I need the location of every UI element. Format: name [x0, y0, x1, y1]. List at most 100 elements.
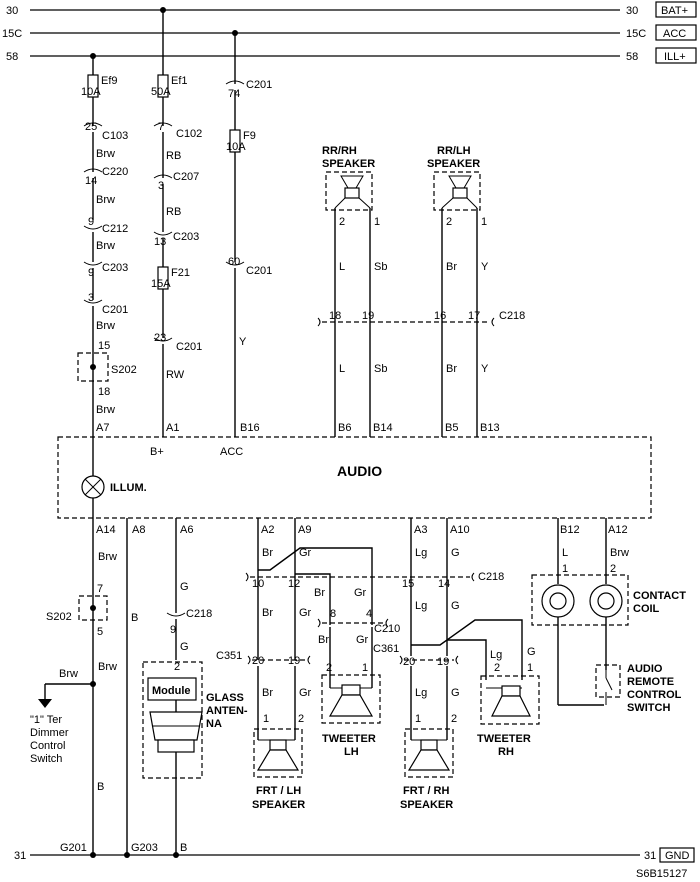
ill-rail-number-left: 58: [6, 51, 18, 63]
svg-text:G: G: [451, 547, 460, 559]
svg-text:A2: A2: [261, 524, 274, 536]
connector-c203: C203: [102, 262, 128, 274]
fuse-ef9-amp: 10A: [81, 86, 101, 98]
svg-text:2: 2: [451, 713, 457, 725]
svg-text:REMOTE: REMOTE: [627, 676, 674, 688]
svg-text:Gr: Gr: [299, 547, 312, 559]
svg-text:14: 14: [85, 175, 97, 187]
svg-text:2: 2: [446, 216, 452, 228]
connector-c201: C201: [102, 304, 128, 316]
svg-text:2: 2: [610, 563, 616, 575]
bat-rail-number-left: 30: [6, 5, 18, 17]
connector-c218-lower: C218: [245, 571, 504, 583]
bat-rail: 30 30 BAT+: [6, 1, 697, 18]
svg-text:Brw: Brw: [96, 404, 115, 416]
svg-text:RW: RW: [166, 369, 185, 381]
svg-text:50A: 50A: [151, 86, 171, 98]
dimmer-label-2: Dimmer: [30, 727, 69, 739]
svg-text:8: 8: [330, 608, 336, 620]
ground-rail: 31 31 GND: [14, 847, 695, 863]
acc-rail-number-left: 15C: [2, 28, 22, 40]
svg-text:B13: B13: [480, 422, 500, 434]
dimmer-label-4: Switch: [30, 753, 62, 765]
svg-text:G: G: [180, 581, 189, 593]
illumination-ground: Brw 7 S202 5 Brw Brw "1" Ter Dimmer Cont…: [30, 518, 117, 858]
svg-text:1: 1: [481, 216, 487, 228]
svg-text:TWEETER: TWEETER: [322, 733, 376, 745]
svg-text:L: L: [339, 363, 345, 375]
svg-text:Y: Y: [481, 363, 489, 375]
connector-c102: C102: [176, 128, 202, 140]
svg-text:15: 15: [98, 340, 110, 352]
svg-text:10A: 10A: [226, 141, 246, 153]
svg-text:Brw: Brw: [96, 320, 115, 332]
svg-text:Brw: Brw: [96, 240, 115, 252]
audio-remote-control-switch: AUDIO REMOTE CONTROL SWITCH: [595, 663, 682, 714]
svg-text:B6: B6: [338, 422, 351, 434]
ill-rail-label: ILL+: [664, 51, 686, 63]
svg-text:Lg: Lg: [415, 687, 427, 699]
svg-text:Br: Br: [262, 687, 273, 699]
illum-label: ILLUM.: [110, 482, 147, 494]
acc-rail-number-right: 15C: [626, 28, 646, 40]
svg-text:9: 9: [170, 624, 176, 636]
svg-text:4: 4: [366, 608, 372, 620]
svg-text:Sb: Sb: [374, 363, 387, 375]
svg-text:SPEAKER: SPEAKER: [322, 158, 375, 170]
svg-text:25: 25: [85, 121, 97, 133]
rr-rh-speaker: RR/RH SPEAKER 2 1 L Sb 18 19 L Sb: [322, 145, 387, 437]
svg-text:B: B: [180, 842, 187, 854]
svg-text:FRT / RH: FRT / RH: [403, 785, 449, 797]
ill-rail-number-right: 58: [626, 51, 638, 63]
gnd-label: GND: [665, 850, 690, 862]
figure-id: S6B15127: [636, 868, 687, 880]
svg-text:A7: A7: [96, 422, 109, 434]
svg-text:G: G: [527, 646, 536, 658]
bat-rail-label: BAT+: [661, 5, 688, 17]
svg-text:Lg: Lg: [490, 649, 502, 661]
connector-c218-antenna: C218: [186, 608, 212, 620]
splice-s202-label: S202: [111, 364, 137, 376]
svg-text:12: 12: [288, 578, 300, 590]
acc-rail-label: ACC: [663, 28, 686, 40]
svg-text:Brw: Brw: [98, 661, 117, 673]
svg-text:23: 23: [154, 332, 166, 344]
svg-text:Gr: Gr: [299, 687, 312, 699]
svg-text:RR/RH: RR/RH: [322, 145, 357, 157]
svg-text:15: 15: [402, 578, 414, 590]
tweeter-lh: [321, 674, 381, 724]
svg-text:B+: B+: [150, 446, 164, 458]
front-rh-speaker-icon: [407, 749, 451, 771]
svg-text:31: 31: [644, 850, 656, 862]
svg-text:F9: F9: [243, 130, 256, 142]
connector-c103: C103: [102, 130, 128, 142]
svg-text:COIL: COIL: [633, 603, 660, 615]
svg-text:SPEAKER: SPEAKER: [427, 158, 480, 170]
tweeter-rh-icon: [491, 695, 531, 717]
svg-text:2: 2: [494, 662, 500, 674]
svg-text:B14: B14: [373, 422, 393, 434]
battery-feed: Ef1 50A 7 C102 RB 3 C207 RB 13 C203 F21 …: [151, 10, 202, 437]
svg-text:3: 3: [158, 180, 164, 192]
svg-text:G: G: [451, 687, 460, 699]
svg-text:CONTROL: CONTROL: [627, 689, 682, 701]
glass-antenna: G 9 C218 G 2 Module B GLASS ANTEN- NA: [142, 518, 248, 858]
svg-text:B: B: [97, 781, 104, 793]
svg-text:B12: B12: [560, 524, 580, 536]
front-rh-speaker: [404, 728, 454, 778]
svg-text:2: 2: [339, 216, 345, 228]
audio-title: AUDIO: [337, 463, 382, 479]
svg-text:RB: RB: [166, 150, 181, 162]
svg-text:9: 9: [88, 216, 94, 228]
svg-text:F21: F21: [171, 267, 190, 279]
svg-text:Lg: Lg: [415, 547, 427, 559]
svg-text:B5: B5: [445, 422, 458, 434]
dimmer-arrow-icon: [38, 699, 52, 708]
svg-text:FRT / LH: FRT / LH: [256, 785, 301, 797]
svg-text:17: 17: [468, 310, 480, 322]
svg-text:RB: RB: [166, 206, 181, 218]
svg-text:RH: RH: [498, 746, 514, 758]
tweeter-lh-icon: [328, 694, 374, 717]
svg-text:G: G: [180, 641, 189, 653]
svg-text:C218: C218: [499, 310, 525, 322]
